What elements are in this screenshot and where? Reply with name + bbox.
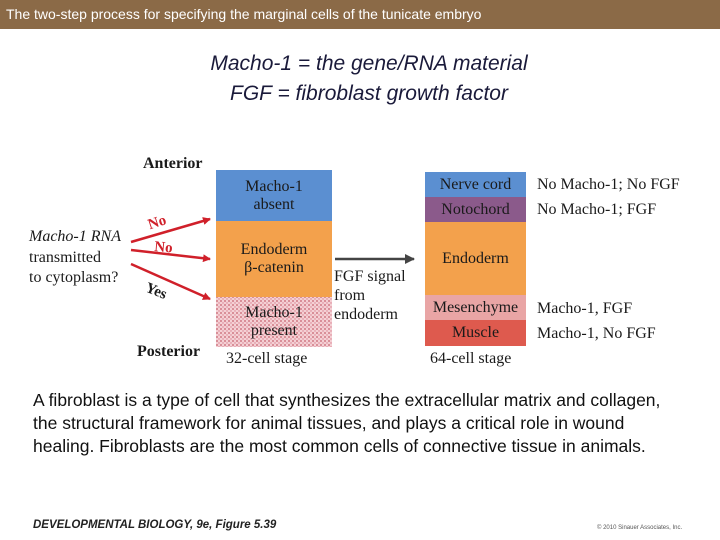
- outcome-nerve: No Macho-1; No FGF: [537, 176, 680, 193]
- red-arrow-bottom: [130, 262, 211, 301]
- title-bar: The two-step process for specifying the …: [0, 0, 720, 29]
- macho-present-pattern: [216, 297, 332, 347]
- cell-endoderm-line1: Endoderm: [240, 241, 308, 258]
- red-arrow-middle: [130, 248, 211, 263]
- cell-notochord: Notochord: [425, 197, 526, 222]
- cell-mesenchyme: Mesenchyme: [425, 295, 526, 320]
- left-stage-label: 32-cell stage: [226, 350, 308, 367]
- question-line-2: transmitted: [29, 249, 101, 266]
- signal-line-1: FGF signal: [334, 268, 406, 285]
- right-stage-label: 64-cell stage: [430, 350, 512, 367]
- macho-definition: Macho-1 = the gene/RNA material: [210, 52, 528, 75]
- outcome-mesenchyme: Macho-1, FGF: [537, 300, 633, 317]
- cell-nerve-cord: Nerve cord: [425, 172, 526, 197]
- outcome-notochord: No Macho-1; FGF: [537, 201, 657, 218]
- cell-macho-present-line1: Macho-1: [245, 304, 303, 321]
- fgf-definition: FGF = fibroblast growth factor: [230, 82, 508, 105]
- anterior-label: Anterior: [143, 155, 203, 172]
- cell-macho-absent-line2: absent: [253, 195, 295, 213]
- question-line-3: to cytoplasm?: [29, 269, 119, 286]
- signal-line-3: endoderm: [334, 306, 398, 323]
- posterior-label: Posterior: [137, 343, 201, 360]
- cell-endoderm-line2: β-catenin: [244, 259, 304, 276]
- outcome-muscle: Macho-1, No FGF: [537, 325, 656, 342]
- cell-macho-present-line2: present: [250, 322, 298, 339]
- copyright-notice: © 2010 Sinauer Associates, Inc.: [597, 525, 683, 531]
- cell-muscle: Muscle: [425, 320, 526, 346]
- signal-line-2: from: [334, 287, 366, 304]
- fibroblast-description: A fibroblast is a type of cell that synt…: [33, 390, 661, 456]
- red-arrow-top: [130, 217, 211, 244]
- cell-macho-absent-line1: Macho-1: [245, 177, 303, 195]
- no-label-middle: No: [153, 239, 174, 257]
- figure-citation: DEVELOPMENTAL BIOLOGY, 9e, Figure 5.39: [33, 519, 277, 531]
- question-line-1: Macho-1 RNA: [29, 228, 121, 245]
- slide-title: The two-step process for specifying the …: [6, 6, 482, 22]
- cell-endoderm-64: Endoderm: [425, 222, 526, 295]
